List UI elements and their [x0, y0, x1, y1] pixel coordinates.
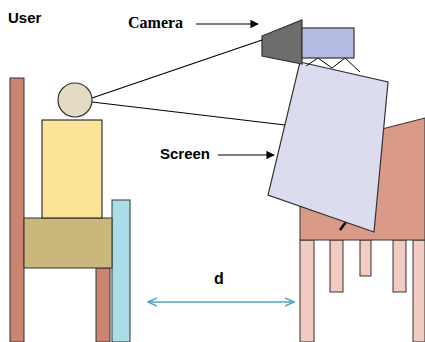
part-label: Camera — [128, 14, 183, 32]
leader-arrow — [218, 154, 274, 155]
camera — [262, 20, 354, 64]
dimension-label: d — [214, 270, 224, 288]
part-label: Screen — [160, 146, 210, 163]
chair — [10, 78, 130, 342]
camera-mount — [306, 58, 360, 72]
part-label: User — [8, 10, 41, 27]
sight-line — [92, 40, 285, 125]
screen — [268, 62, 388, 232]
user-figure — [42, 83, 102, 218]
leader-arrow — [196, 23, 258, 24]
dimension-arrow — [148, 301, 294, 302]
